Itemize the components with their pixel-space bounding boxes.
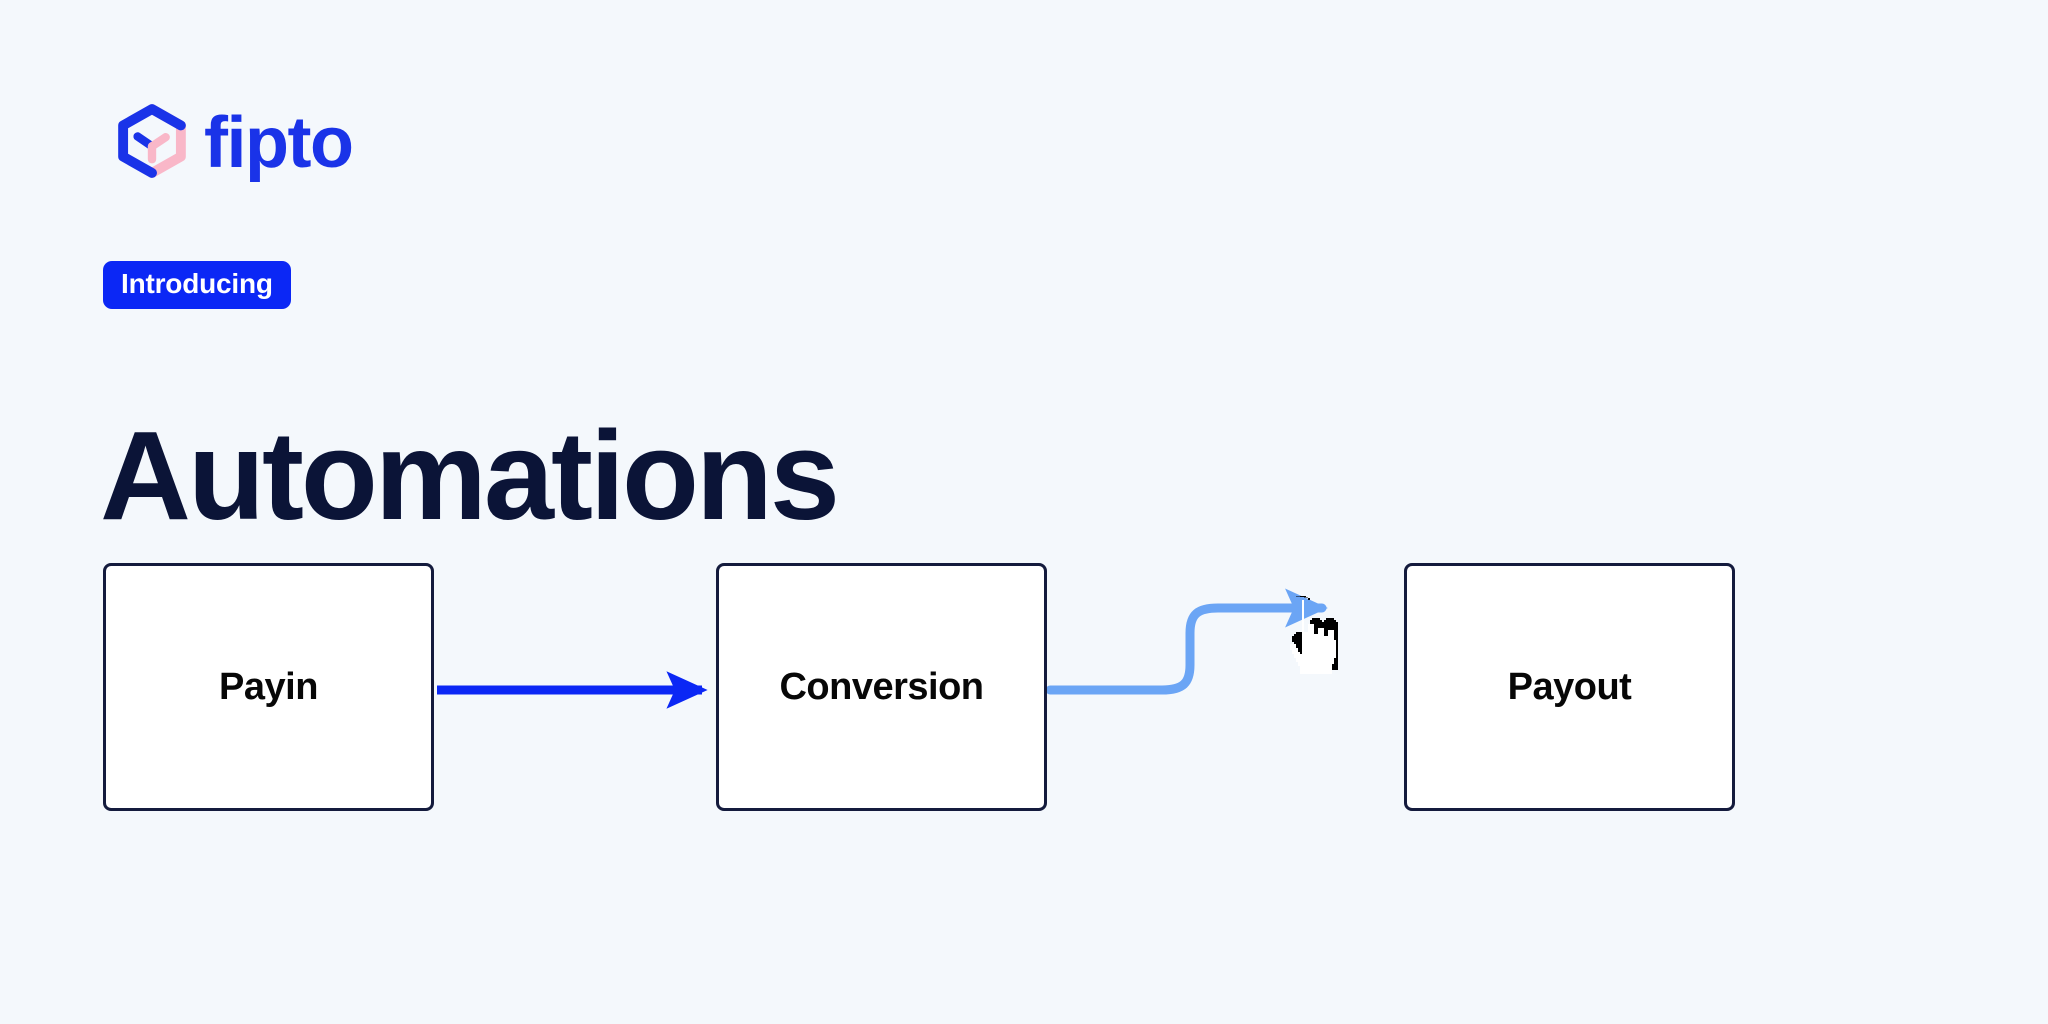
pointer-hand-cursor-icon [1290,596,1338,674]
brand-logo[interactable]: fipto [114,103,354,183]
page-title: Automations [100,405,840,547]
flow-node-conversion[interactable]: Conversion [716,563,1047,811]
edge-conversion-to-payout[interactable] [1045,588,1328,695]
brand-wordmark: fipto [204,103,354,183]
flow-node-payin[interactable]: Payin [103,563,434,811]
flow-node-payin-label: Payin [219,666,318,708]
fipto-hexagon-logo-icon [114,103,190,179]
flow-node-payout-label: Payout [1507,666,1632,708]
flow-node-payout[interactable]: Payout [1404,563,1735,811]
introducing-badge: Introducing [103,261,291,309]
flow-node-conversion-label: Conversion [779,666,984,708]
